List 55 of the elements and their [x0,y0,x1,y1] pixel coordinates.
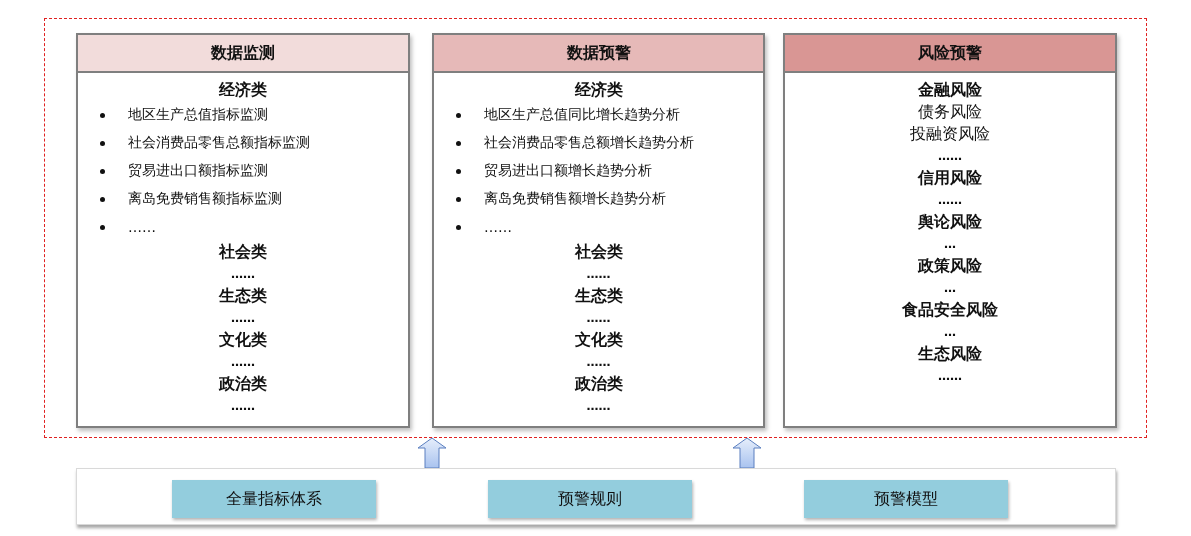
ellipsis: …… [938,368,962,385]
column-header: 风险预警 [785,35,1115,73]
column-header: 数据监测 [78,35,408,73]
list-item: 贸易进出口额指标监测 [128,162,268,180]
block-arrow [417,437,447,469]
list-item: …… [128,219,156,235]
foundation-box: 预警模型 [804,480,1008,518]
ellipsis: …… [586,354,611,371]
category-heading: 政治类 [574,373,623,395]
base-panel [76,468,1116,525]
column-header: 数据预警 [434,35,763,73]
foundation-box: 预警规则 [488,480,692,518]
category-heading: 社会类 [574,241,623,263]
ellipsis: … [944,324,956,341]
ellipsis: …… [231,310,255,327]
ellipsis: …… [938,192,962,209]
list-item: 贸易进出口额增长趋势分析 [484,162,652,180]
sub-item: 债务风险 [918,101,982,123]
category-heading: 文化类 [574,329,623,351]
ellipsis: …… [586,310,611,327]
ellipsis: …… [231,398,255,415]
category-heading: 生态风险 [918,343,982,365]
ellipsis: … [944,280,956,297]
list-item: 离岛免费销售额指标监测 [128,190,282,208]
list-item: 地区生产总值同比增长趋势分析 [484,106,680,124]
column-panel [76,33,410,428]
ellipsis: …… [586,266,611,283]
category-heading: 舆论风险 [918,211,982,233]
category-heading: 生态类 [219,285,267,307]
list-item: 社会消费品零售总额增长趋势分析 [484,134,694,152]
category-heading: 经济类 [574,79,623,101]
list-item: 社会消费品零售总额指标监测 [128,134,310,152]
ellipsis: …… [231,354,255,371]
category-heading: 生态类 [574,285,623,307]
category-heading: 信用风险 [918,167,982,189]
dashed-region [44,18,1147,438]
list-item: …… [484,219,512,235]
category-heading: 金融风险 [918,79,982,101]
ellipsis: …… [938,148,962,165]
foundation-box: 全量指标体系 [172,480,376,518]
category-heading: 政策风险 [918,255,982,277]
column-panel [432,33,765,428]
ellipsis: …… [231,266,255,283]
category-heading: 经济类 [219,79,267,101]
sub-item: 投融资风险 [910,123,990,145]
category-heading: 文化类 [219,329,267,351]
ellipsis: … [944,236,956,253]
category-heading: 政治类 [219,373,267,395]
column-panel [783,33,1117,428]
list-item: 地区生产总值指标监测 [128,106,268,124]
category-heading: 社会类 [219,241,267,263]
ellipsis: …… [586,398,611,415]
block-arrow [732,437,762,469]
list-item: 离岛免费销售额增长趋势分析 [484,190,666,208]
category-heading: 食品安全风险 [902,299,998,321]
